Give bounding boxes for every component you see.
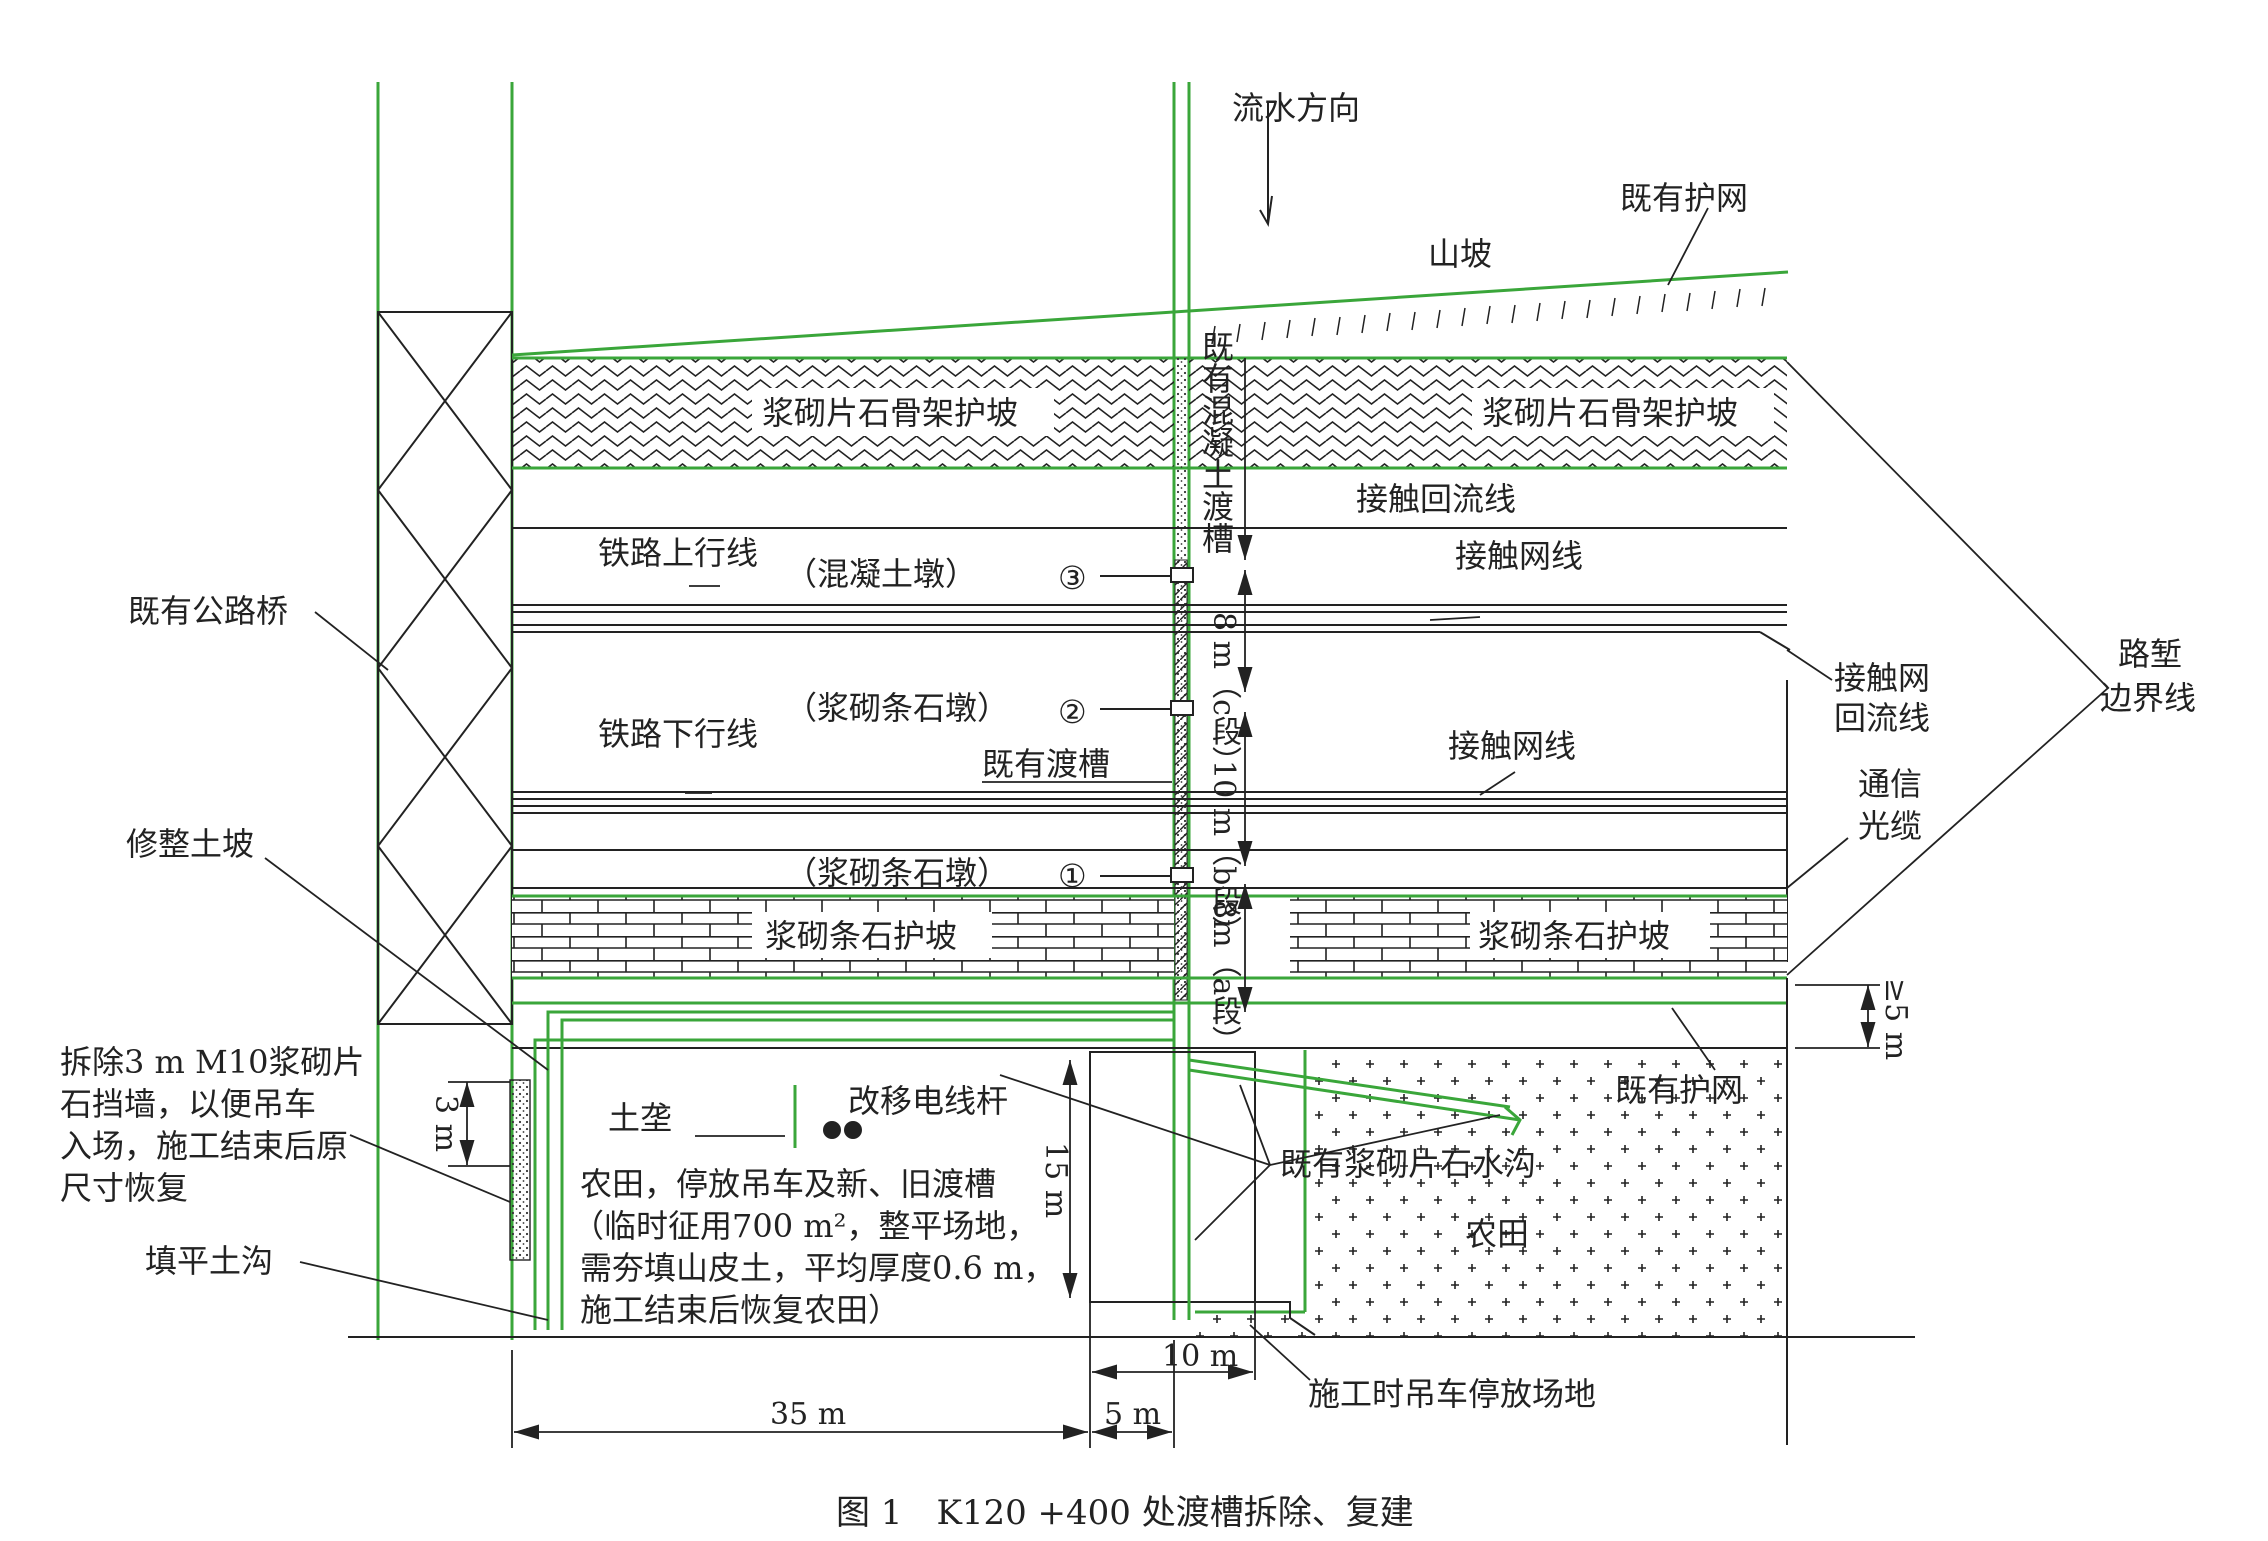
piers [1170,567,1194,883]
label-stone-slope-left: 浆砌条石护坡 [765,917,958,955]
label-slope-left: 浆砌片石骨架护坡 [762,394,1019,432]
label-earth-ridge: 土垄 [608,1099,673,1137]
label-dim-10m: 10 m [1162,1339,1239,1374]
label-stone-slope-right: 浆砌条石护坡 [1478,917,1671,955]
label-concrete-pier: （混凝土墩） [785,555,978,593]
label-pier1: ① [1058,857,1087,895]
dimension-lines [448,358,1880,1448]
railway-lines [512,527,1791,962]
label-flow-direction: 流水方向 [1232,89,1361,127]
label-farmland-3: 需夯填山皮土，平均厚度0.6 m， [580,1249,1056,1287]
label-demolish-2: 石挡墙，以便吊车 [60,1085,317,1123]
label-up-line: 铁路上行线 [598,534,759,572]
label-dim-35m: 35 m [770,1397,847,1432]
label-demolish-3: 入场，施工结束后原 [60,1127,349,1165]
label-hill-slope: 山坡 [1428,235,1493,273]
label-down-line: 铁路下行线 [598,715,759,753]
label-existing-net-bottom: 既有护网 [1615,1071,1744,1109]
skeleton-slope [512,356,1787,998]
label-crane-area: 施工时吊车停放场地 [1308,1375,1597,1413]
stone-slope [512,894,1788,1445]
label-telecom-1: 通信 [1858,765,1923,803]
bottom-area [348,1010,1915,1338]
label-farmland-right: 农田 [1465,1215,1530,1253]
label-highway-bridge: 既有公路桥 [128,592,289,630]
label-b-seg: 10 m（b段） [1206,760,1241,946]
label-slope-right: 浆砌片石骨架护坡 [1482,394,1739,432]
pier-leaders [1100,575,1170,877]
leader-lines [264,361,2109,1381]
label-c-seg: 8 m（c段） [1206,612,1241,776]
label-return-line-top: 接触回流线 [1356,480,1517,518]
label-existing-net-top: 既有护网 [1620,179,1749,217]
label-pier2: ② [1058,693,1087,731]
hill-slope [511,102,1789,357]
label-contact-wire-1: 接触网线 [1455,537,1584,575]
label-farmland-4: 施工结束后恢复农田） [580,1291,901,1329]
label-farmland-1: 农田，停放吊车及新、旧渡槽 [580,1165,997,1203]
label-stone-pier1: （浆砌条石墩） [785,854,1010,892]
label-stone-ditch: 既有浆砌片石水沟 [1280,1145,1537,1183]
label-cut-boundary-2: 边界线 [2100,679,2197,717]
label-cut-boundary-1: 路堑 [2118,635,2183,673]
label-trim-slope: 修整土坡 [126,825,255,863]
label-concrete-flume: 既有混凝土渡槽 [1197,330,1235,554]
label-fill-ditch: 填平土沟 [145,1242,274,1280]
label-catenary-return-2: 回流线 [1834,699,1931,737]
label-a-seg: 8m（a段） [1206,900,1241,1056]
label-farmland-2: （临时征用700 m²，整平场地， [572,1207,1039,1245]
label-pier3: ③ [1058,559,1087,597]
label-dim-5m: 5 m [1104,1397,1162,1432]
label-demolish-4: 尺寸恢复 [60,1169,189,1207]
label-dim-15m: 15 m [1038,1142,1073,1219]
label-telecom-2: 光缆 [1858,807,1923,845]
label-demolish-1: 拆除3 m M10浆砌片 [60,1043,365,1081]
figure-caption: 图 1 K120 +400 处渡槽拆除、复建 [836,1493,1414,1533]
label-catenary-return-1: 接触网 [1834,659,1931,697]
label-ge5m: ≥5 m [1878,978,1913,1061]
label-dim-3m: 3 m [428,1095,463,1153]
label-move-pole: 改移电线杆 [848,1082,1009,1120]
label-contact-wire-2: 接触网线 [1448,727,1577,765]
existing-flume-body [1174,559,1188,1001]
label-existing-flume: 既有渡槽 [982,745,1111,783]
label-stone-pier2: （浆砌条石墩） [785,689,1010,727]
